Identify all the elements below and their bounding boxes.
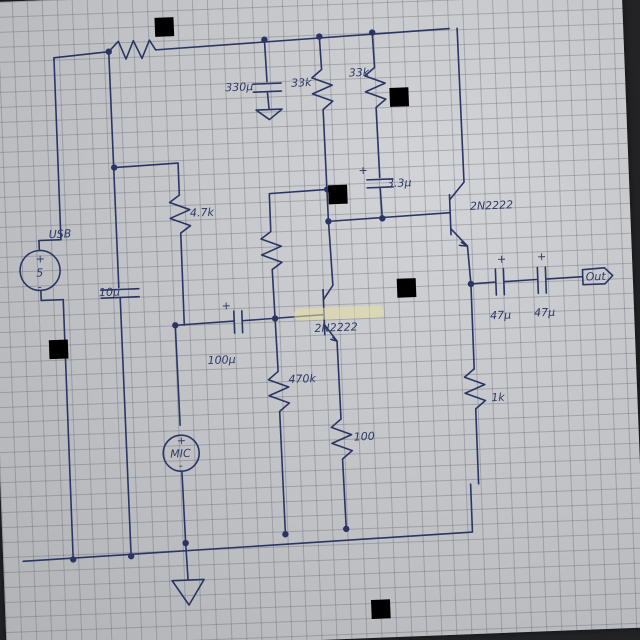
redaction-block <box>328 184 348 205</box>
redaction-block <box>154 17 175 37</box>
output-capacitors <box>470 266 584 296</box>
label-c10: 10μ <box>99 285 120 299</box>
label-q2: 2N2222 <box>470 198 514 213</box>
resistor-top <box>107 39 157 60</box>
junction <box>182 539 189 547</box>
junction <box>127 552 135 560</box>
label-mic: MIC <box>170 447 191 461</box>
label-c47b-plus: + <box>537 250 547 263</box>
wire-q2-emitter <box>466 245 475 370</box>
resistor-100 <box>330 340 354 528</box>
junction <box>110 164 118 171</box>
capacitor-3-3u <box>366 178 394 221</box>
junction <box>467 280 475 288</box>
junction <box>282 531 289 538</box>
resistor-1k <box>463 368 487 485</box>
resistor-33k-left <box>311 35 334 221</box>
wire-mic-top <box>174 324 181 427</box>
label-c47a-plus: + <box>497 253 507 266</box>
junction <box>70 556 77 563</box>
junction <box>369 29 376 36</box>
label-usb-minus: - <box>37 280 41 293</box>
q2-emitter <box>449 227 469 247</box>
q1-collector <box>322 218 334 301</box>
redaction-blocks <box>48 17 417 620</box>
wire-left-2 <box>62 298 75 561</box>
wire-mic-bottom <box>181 470 187 544</box>
wire-bottom-rail <box>22 483 474 563</box>
junction-dots <box>70 29 475 563</box>
label-r47k: 4.7k <box>190 206 215 220</box>
wire-ground <box>184 542 189 581</box>
label-c33: 3.3μ <box>387 176 412 190</box>
label-c100: 100μ <box>207 353 235 367</box>
resistor-4-7k <box>168 194 192 326</box>
wire-left-1 <box>53 56 62 241</box>
label-out: Out <box>585 270 606 284</box>
resistor-feedback <box>260 188 328 321</box>
label-usb-plus: + <box>35 252 45 265</box>
junction <box>271 315 279 322</box>
junction <box>105 48 112 55</box>
label-mic-minus: - <box>178 459 182 472</box>
label-r470k: 470k <box>288 372 316 386</box>
capacitor-100u <box>232 309 244 334</box>
resistor-470k <box>267 318 291 533</box>
label-r100: 100 <box>353 430 374 444</box>
output-tag <box>581 267 614 286</box>
wire-c10-bottom <box>119 296 132 558</box>
label-usb-v: 5 <box>36 266 43 279</box>
label-c47b: 47μ <box>534 306 555 320</box>
junction <box>261 36 268 43</box>
redaction-block <box>396 278 417 298</box>
redaction-block <box>370 599 391 620</box>
junction <box>343 525 350 533</box>
wire-top-left <box>53 50 110 61</box>
label-q1: 2N2222 <box>314 320 358 335</box>
label-usb: USB <box>48 227 71 241</box>
capacitor-330u <box>252 38 283 121</box>
wire-r47k-top <box>113 162 181 196</box>
junction <box>316 33 323 40</box>
label-c100-plus: + <box>221 299 231 312</box>
label-r1k: 1k <box>491 391 505 405</box>
label-r33k-left: 33k <box>291 76 312 90</box>
wire-top-rail <box>154 27 450 51</box>
label-c47a: 47μ <box>490 308 511 322</box>
label-mic-plus: + <box>176 434 186 447</box>
highlight-smear <box>293 305 384 321</box>
wire-mic-node <box>173 320 235 327</box>
label-c330: 330μ <box>225 80 253 94</box>
usb-source-wires <box>38 238 65 302</box>
q2-collector <box>448 27 465 201</box>
label-r33k-right: 33k <box>348 66 369 80</box>
ground-symbol <box>171 578 205 606</box>
labels: USB + 5 - 330μ 33k 33k + 3.3μ 2N2222 4.7… <box>35 66 606 473</box>
junction <box>325 218 332 225</box>
wire-q2-base <box>327 211 451 223</box>
redaction-block <box>389 87 410 107</box>
label-c33-plus: + <box>358 164 368 177</box>
redaction-block <box>48 339 69 360</box>
junction <box>172 322 179 329</box>
junction <box>379 215 386 222</box>
resistor-33k-right <box>364 31 387 179</box>
